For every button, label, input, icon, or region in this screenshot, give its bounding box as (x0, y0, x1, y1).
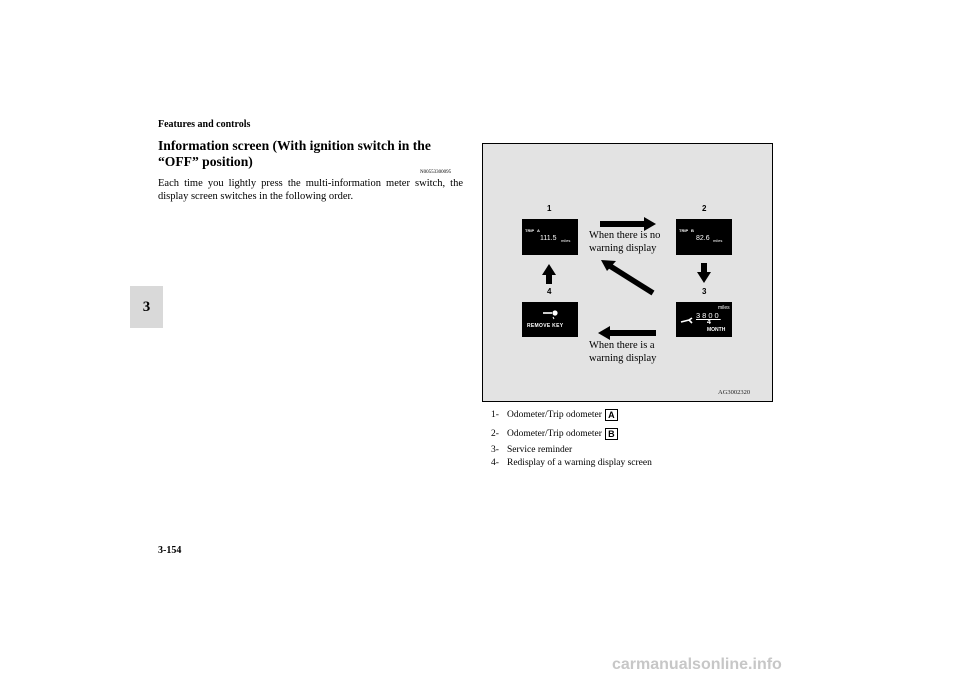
key-b-icon: B (604, 428, 618, 440)
key-icon (543, 310, 558, 320)
body-paragraph: Each time you lightly press the multi-in… (158, 178, 463, 202)
trip-unit: miles (713, 238, 723, 243)
trip-value: 82.6 (696, 235, 710, 242)
label-warning-line-2: warning display (589, 352, 657, 364)
legend-text: Odometer/Trip odometer (507, 410, 602, 421)
display-screen-4: REMOVE KEY (522, 302, 578, 337)
section-header: Features and controls (158, 119, 251, 130)
legend-number: 1- (491, 410, 499, 421)
label-no-warning-line-1: When there is no (589, 230, 661, 241)
reference-code: N00553300095 (420, 170, 452, 175)
service-unit: miles (718, 305, 730, 311)
screen-3-number: 3 (702, 287, 707, 296)
legend-text: Service reminder (507, 445, 573, 455)
legend-text: Redisplay of a warning display screen (507, 458, 652, 468)
trip-unit: miles (561, 238, 571, 243)
service-distance: 3800 (696, 311, 721, 320)
legend-number: 2- (491, 429, 499, 440)
watermark: carmanualsonline.info (612, 656, 782, 673)
label-no-warning: When there is no warning display (589, 230, 660, 255)
screen-1-number: 1 (547, 204, 552, 213)
arrow-right-icon (600, 217, 656, 231)
key-a-icon: A (604, 409, 618, 421)
trip-value: 111.5 (540, 235, 557, 242)
page-number: 3-154 (158, 545, 182, 556)
arrow-diagonal-icon (601, 260, 655, 296)
screen-2-number: 2 (702, 204, 707, 213)
display-screen-3: miles 3800 4 MONTH (676, 302, 732, 337)
legend-number: 4- (491, 458, 499, 468)
trip-sub-label: B (691, 228, 694, 233)
figure-code: AG3002320 (718, 389, 751, 396)
figure-illustration (482, 143, 773, 402)
trip-label: TRIP (525, 228, 535, 233)
section-heading: Information screen (With ignition switch… (158, 138, 431, 169)
service-month-unit: MONTH (707, 327, 726, 333)
display-screen-2: TRIP B 82.6 miles (676, 219, 732, 255)
trip-label: TRIP (679, 228, 689, 233)
display-screen-1: TRIP A 111.5 miles (522, 219, 578, 255)
wrench-icon (680, 317, 693, 324)
label-warning: When there is a warning display (589, 340, 656, 365)
legend-number: 3- (491, 445, 499, 455)
legend-item-4: 4- Redisplay of a warning display screen (491, 457, 652, 469)
arrow-down-icon (697, 263, 711, 283)
label-no-warning-line-2: warning display (589, 242, 657, 254)
legend-item-3: 3- Service reminder (491, 444, 572, 456)
chapter-tab: 3 (130, 286, 163, 328)
arrow-left-icon (598, 326, 656, 340)
remove-key-text: REMOVE KEY (527, 323, 564, 329)
service-months: 4 (707, 319, 711, 326)
screen-4-number: 4 (547, 287, 552, 296)
label-warning-line-1: When there is a (589, 340, 655, 351)
trip-sub-label: A (537, 228, 540, 233)
arrow-up-icon (542, 264, 556, 284)
legend-text: Odometer/Trip odometer (507, 429, 602, 440)
